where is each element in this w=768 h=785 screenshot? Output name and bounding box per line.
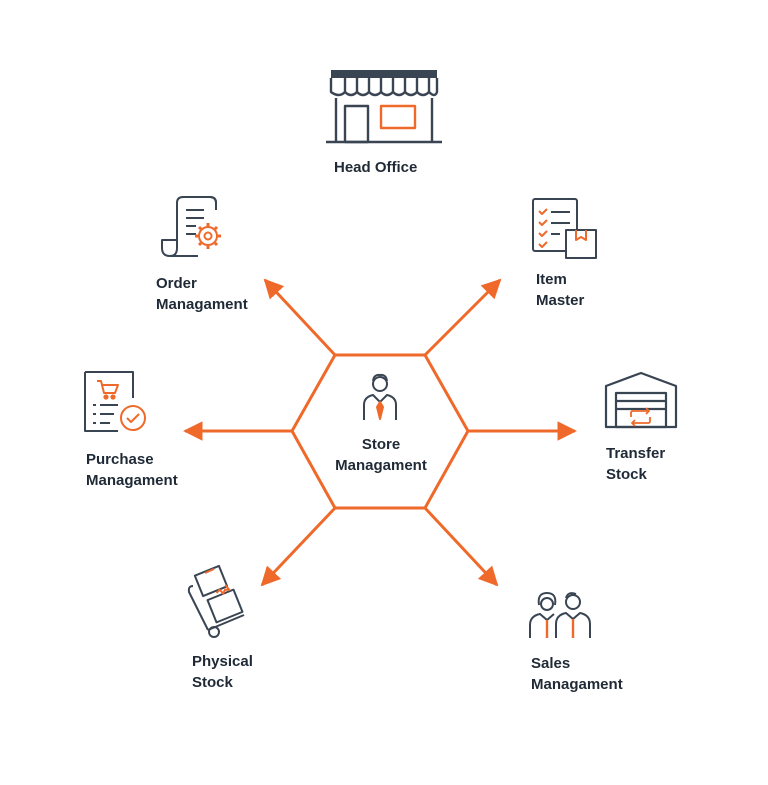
arrow-to-sales — [423, 506, 499, 587]
receipt-gear-icon — [161, 196, 221, 257]
cart-document-check-icon — [84, 371, 146, 432]
sales-team-icon — [529, 592, 591, 638]
businessman-icon — [363, 373, 397, 420]
arrow-to-physical — [260, 506, 337, 587]
hand-truck-boxes-icon — [187, 564, 245, 638]
checklist-box-icon — [532, 198, 597, 259]
arrow-to-order — [263, 278, 337, 357]
storefront-icon — [326, 70, 442, 144]
arrow-to-item — [423, 278, 502, 357]
node-head-office-label: Head Office — [334, 159, 418, 176]
warehouse-transfer-icon — [604, 371, 678, 429]
